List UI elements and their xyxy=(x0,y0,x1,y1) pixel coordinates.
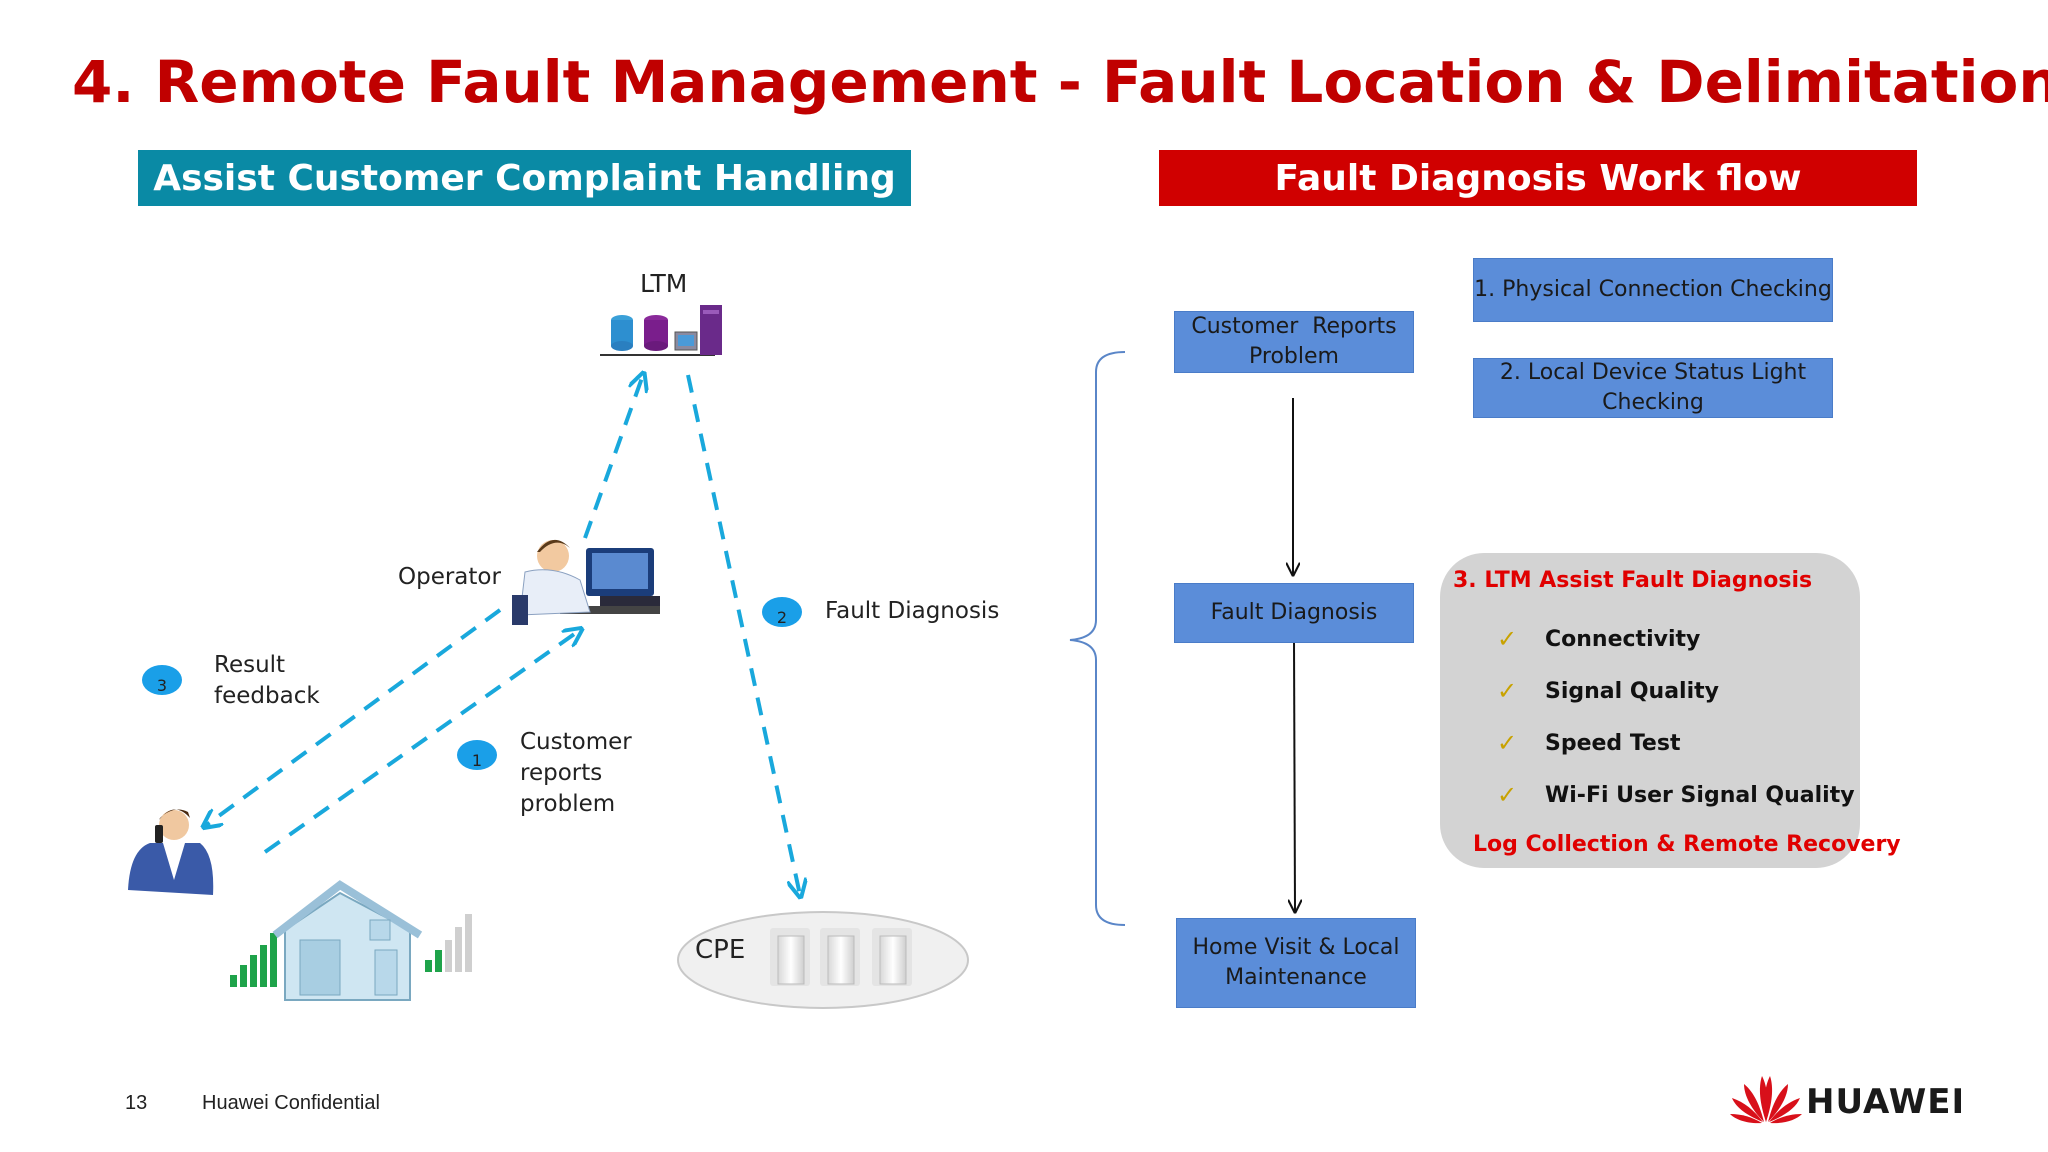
operator-icon xyxy=(512,539,660,625)
ltm-assist-footer: Log Collection & Remote Recovery xyxy=(1473,832,1901,857)
check-status-light: 2. Local Device Status Light Checking xyxy=(1473,358,1833,418)
cpe-label: CPE xyxy=(695,935,746,965)
step-badge-1: 1 xyxy=(457,740,497,770)
step-badge-3: 3 xyxy=(142,665,182,695)
cpe-group xyxy=(677,911,969,1009)
confidential-label: Huawei Confidential xyxy=(202,1092,380,1114)
step-label-1: Customer reports problem xyxy=(520,729,632,817)
step-label-3: Result feedback xyxy=(214,652,320,709)
checkmark-icon: ✓ xyxy=(1497,781,1518,809)
arrow-ltm-to-cpe xyxy=(686,374,800,895)
arrow-customer-to-operator xyxy=(263,630,580,854)
page-number: 13 xyxy=(125,1092,148,1114)
checkmark-icon: ✓ xyxy=(1497,729,1518,757)
page-title: 4. Remote Fault Management - Fault Locat… xyxy=(72,48,2048,116)
huawei-logo-icon xyxy=(1730,1076,1802,1124)
flow-arrow-2 xyxy=(1294,639,1295,912)
check-item-connectivity: ✓ Connectivity xyxy=(1497,625,1701,653)
check-physical-connection: 1. Physical Connection Checking xyxy=(1473,258,1833,322)
workflow-diagram xyxy=(1069,351,2048,926)
checkmark-icon: ✓ xyxy=(1497,625,1518,653)
ltm-server-icon xyxy=(600,305,722,356)
left-section-header: Assist Customer Complaint Handling xyxy=(138,150,911,206)
check-item-wifi-signal: ✓ Wi-Fi User Signal Quality xyxy=(1497,781,1855,809)
flow-fault-diagnosis: Fault Diagnosis xyxy=(1174,583,1414,643)
check-item-signal-quality: ✓ Signal Quality xyxy=(1497,677,1719,705)
home-icon xyxy=(230,880,472,1001)
ltm-assist-panel xyxy=(1440,553,1860,868)
step-badge-2: 2 xyxy=(762,597,802,627)
check-item-speed-test: ✓ Speed Test xyxy=(1497,729,1681,757)
arrow-operator-to-caller xyxy=(205,608,502,826)
right-section-header: Fault Diagnosis Work flow xyxy=(1159,150,1917,206)
flow-brace xyxy=(1069,351,1126,926)
brand-name: HUAWEI xyxy=(1806,1082,1966,1122)
ltm-label: LTM xyxy=(640,269,688,298)
arrow-operator-to-ltm xyxy=(583,375,643,539)
complaint-diagram xyxy=(128,305,969,1009)
operator-label: Operator xyxy=(398,564,501,590)
caller-icon xyxy=(128,809,214,895)
step-label-2: Fault Diagnosis xyxy=(825,598,1000,624)
ltm-assist-title: 3. LTM Assist Fault Diagnosis xyxy=(1453,568,1813,593)
checkmark-icon: ✓ xyxy=(1497,677,1518,705)
